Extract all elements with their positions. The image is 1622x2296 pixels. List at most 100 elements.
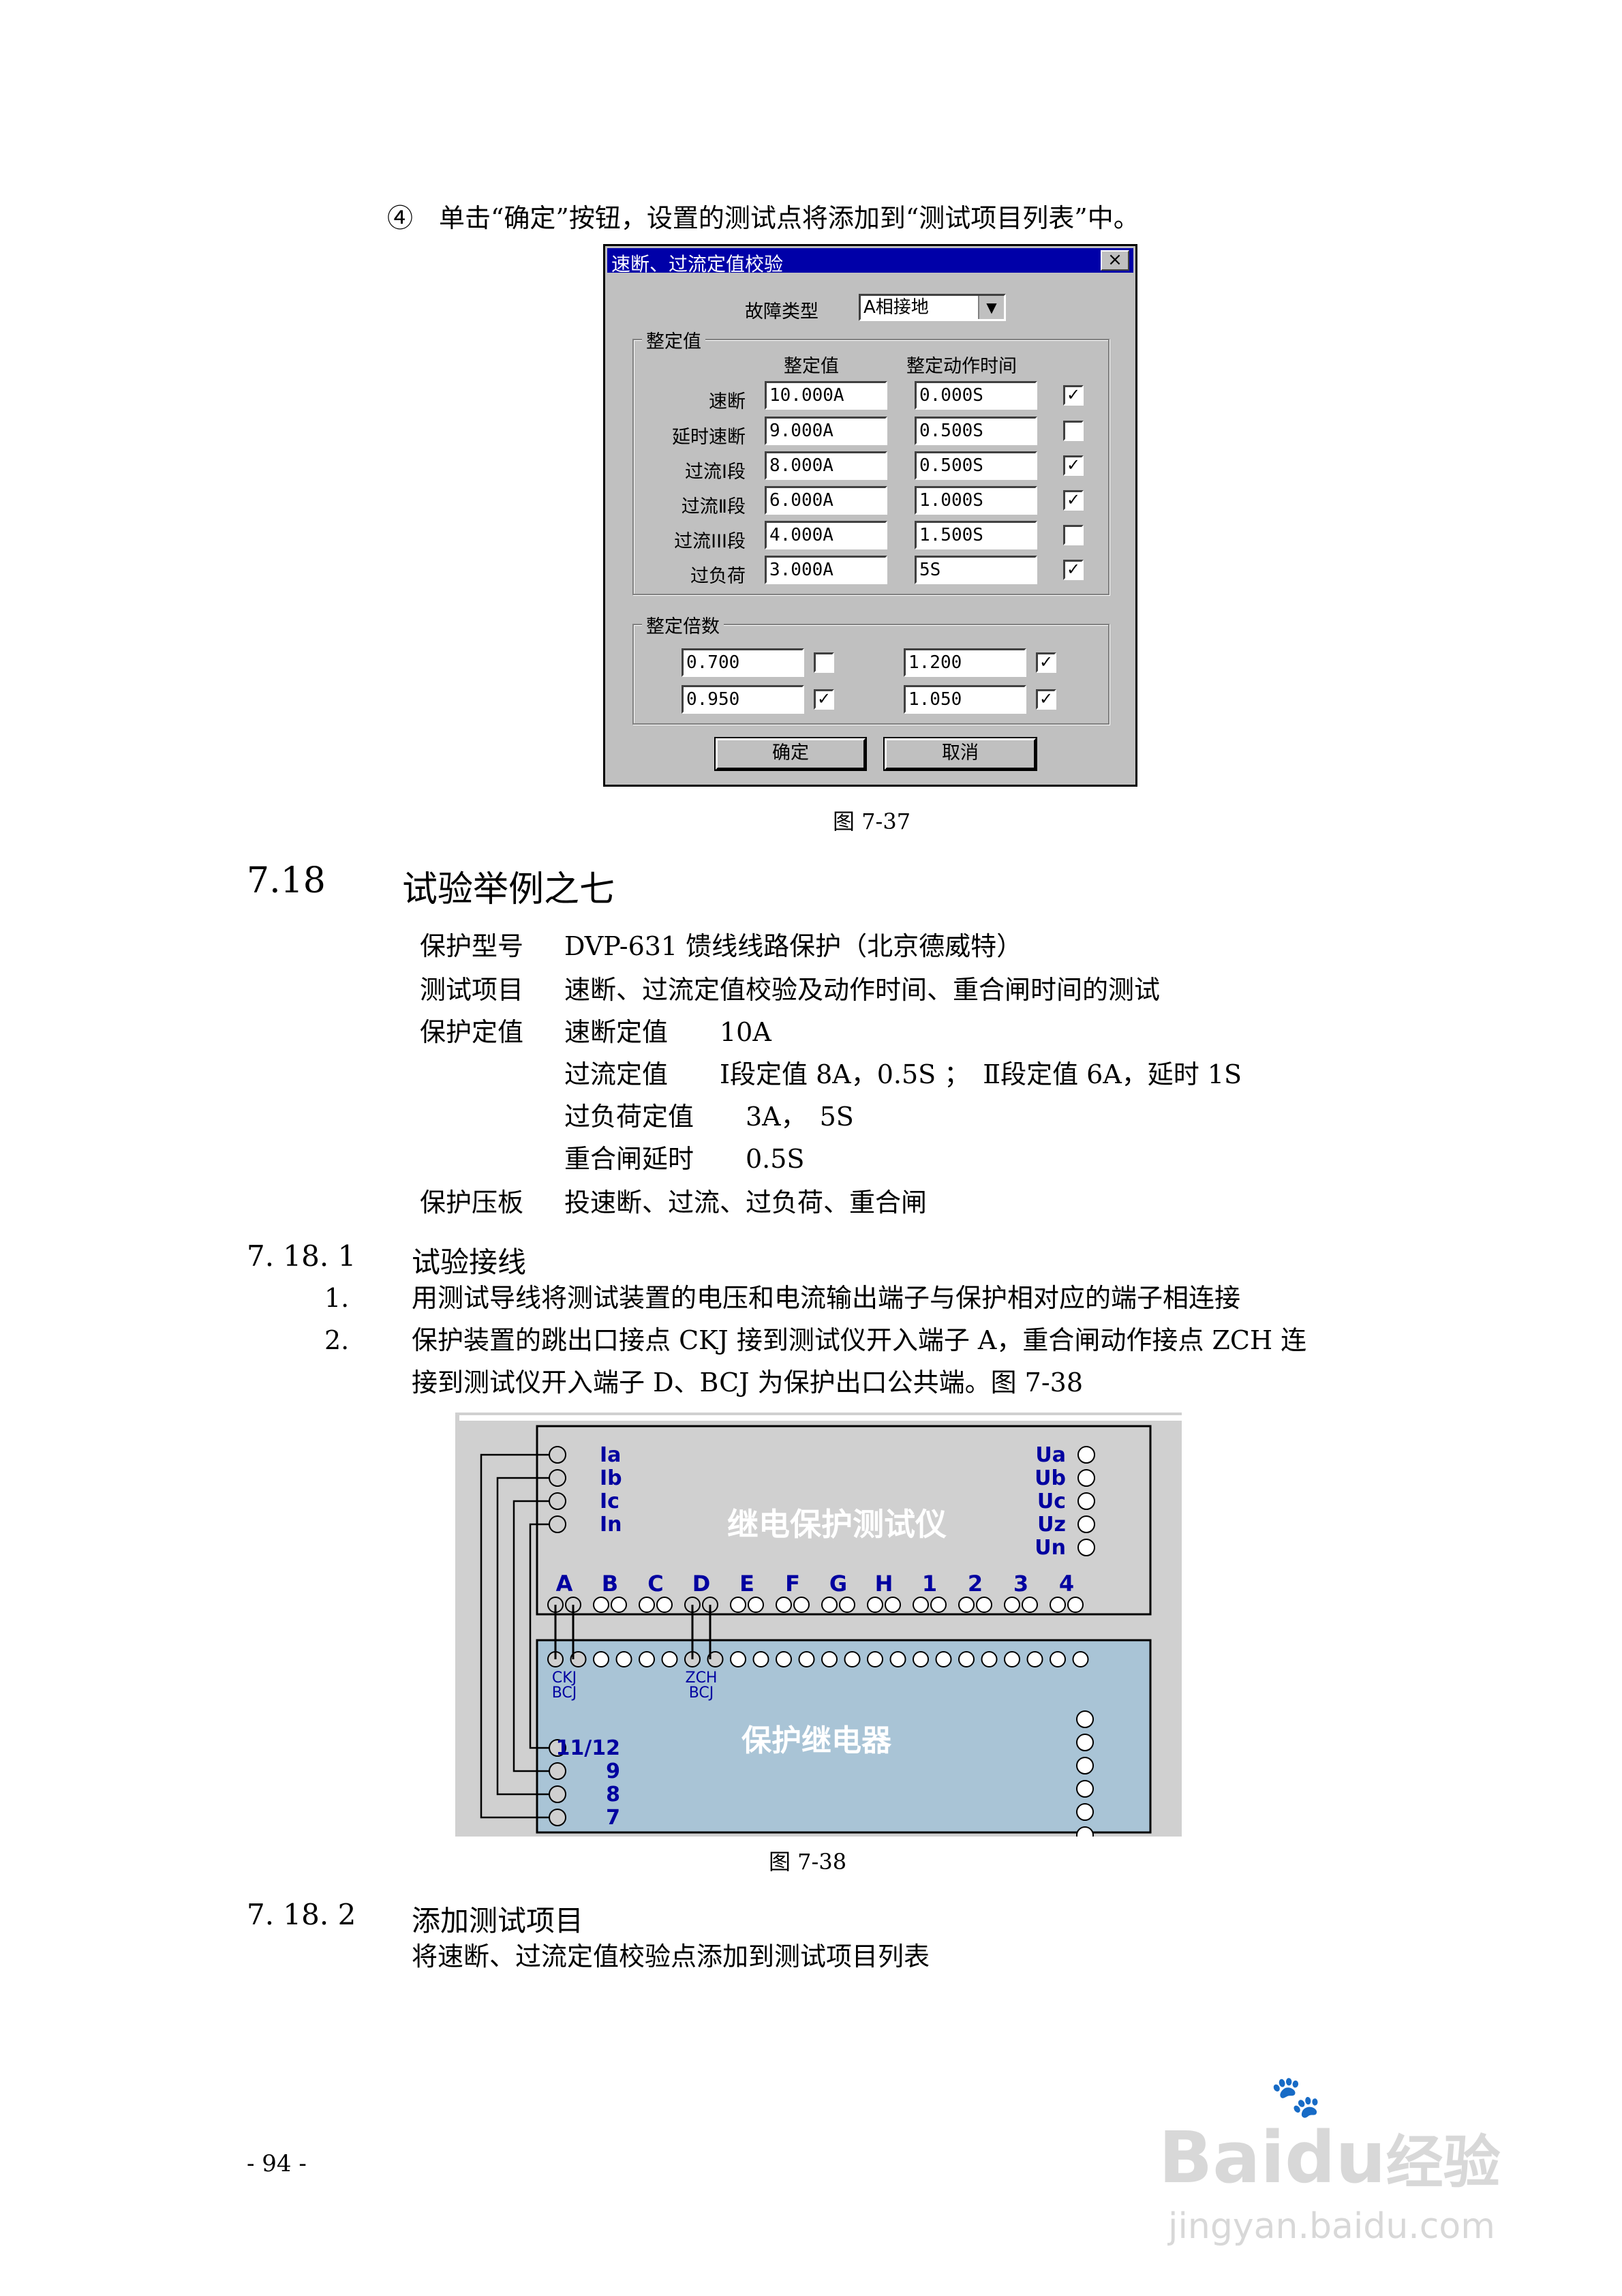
terminal-Ic [549, 1492, 566, 1510]
terminal-Un [1077, 1539, 1095, 1556]
relay-top-terminal [821, 1651, 838, 1667]
subsection-title: 试验接线 [412, 1245, 527, 1279]
multiple-checkbox[interactable]: ✓ [1036, 652, 1056, 673]
enable-checkbox[interactable] [1063, 421, 1084, 441]
chevron-down-icon[interactable]: ▼ [978, 296, 1004, 319]
enable-checkbox[interactable]: ✓ [1063, 385, 1084, 406]
watermark-brand: Bai [1159, 2116, 1285, 2199]
input-terminal-B-1 [593, 1597, 609, 1613]
terminal-In [549, 1515, 566, 1533]
info-value: 过流定值 Ⅰ段定值 8A，0.5S ； Ⅱ段定值 6A，延时 1S [564, 1059, 1242, 1089]
relay-top-terminal [730, 1651, 746, 1667]
multiple-field[interactable]: 1.050 [904, 685, 1026, 714]
multiple-field[interactable]: 1.200 [904, 648, 1026, 677]
col-time-header: 整定动作时间 [906, 356, 1017, 377]
relay-top-terminal [889, 1651, 906, 1667]
enable-checkbox[interactable]: ✓ [1063, 490, 1084, 511]
setting-time-field[interactable]: 5S [915, 556, 1037, 584]
zch-label: ZCH [686, 1670, 718, 1687]
close-button[interactable]: × [1101, 250, 1129, 271]
multiples-group [632, 624, 1110, 725]
watermark-brand2: du [1285, 2116, 1386, 2199]
enable-checkbox[interactable]: ✓ [1063, 560, 1084, 580]
setting-check-dialog: 速断、过流定值校验 × 故障类型 A相接地 ▼ 整定值 整定值 整定动作时间 速… [603, 244, 1137, 787]
setting-value-field[interactable]: 4.000A [765, 521, 887, 549]
input-terminal-E-2 [748, 1597, 764, 1613]
relay-right-terminal [1076, 1734, 1094, 1751]
terminal-label-Ua: Ua [1035, 1443, 1066, 1467]
diagram-top-edge [459, 1415, 1182, 1421]
relay-top-terminal [958, 1651, 975, 1667]
input-terminal-H-2 [885, 1597, 901, 1613]
relay-top-terminal [593, 1651, 609, 1667]
multiple-field[interactable]: 0.950 [682, 685, 804, 714]
input-label-1: 1 [922, 1571, 937, 1597]
relay-top-terminal [867, 1651, 883, 1667]
row-label: 过流III段 [674, 531, 746, 552]
list-number: 1. [324, 1283, 350, 1313]
input-terminal-F-2 [793, 1597, 810, 1613]
input-terminal-3-1 [1004, 1597, 1020, 1613]
input-terminal-E-1 [730, 1597, 746, 1613]
multiple-checkbox[interactable]: ✓ [1036, 689, 1056, 710]
setting-value-field[interactable]: 3.000A [765, 556, 887, 584]
input-terminal-G-1 [821, 1597, 838, 1613]
setting-value-field[interactable]: 10.000A [765, 381, 887, 410]
info-value: DVP-631 馈线线路保护（北京德威特） [564, 931, 1023, 961]
terminal-label-Ia: Ia [600, 1443, 621, 1467]
bcj-label-2: BCJ [689, 1685, 714, 1702]
relay-top-terminal [570, 1651, 587, 1667]
row-label: 延时速断 [672, 427, 746, 448]
setting-value-field[interactable]: 8.000A [765, 451, 887, 480]
multiple-checkbox[interactable]: ✓ [814, 689, 834, 710]
terminal-label-Ib: Ib [600, 1466, 622, 1490]
row-label: 过流Ⅱ段 [681, 496, 746, 517]
setting-time-field[interactable]: 0.000S [915, 381, 1037, 410]
figure-caption-7-37: 图 7-37 [833, 809, 911, 834]
terminal-Uz [1077, 1515, 1095, 1533]
terminal-label-Un: Un [1035, 1536, 1066, 1560]
dialog-titlebar: 速断、过流定值校验 × [607, 248, 1133, 275]
current-wire [512, 1500, 549, 1772]
info-value: 重合闸延时 0.5S [564, 1144, 805, 1174]
bcj-label-1: BCJ [552, 1685, 577, 1702]
relay-top-terminal [844, 1651, 861, 1667]
enable-checkbox[interactable] [1063, 525, 1084, 545]
setting-time-field[interactable]: 1.000S [915, 486, 1037, 515]
section-number: 7.18 [247, 860, 326, 901]
relay-top-terminal [639, 1651, 655, 1667]
input-label-3: 3 [1013, 1571, 1028, 1597]
tester-box [536, 1425, 1152, 1616]
input-label-4: 4 [1059, 1571, 1074, 1597]
setting-time-field[interactable]: 0.500S [915, 417, 1037, 445]
terminal-Ua [1077, 1446, 1095, 1464]
ok-button[interactable]: 确定 [714, 737, 867, 771]
row-label: 过流Ⅰ段 [685, 462, 746, 483]
relay-right-terminal [1076, 1710, 1094, 1728]
watermark-url: jingyan.baidu.com [1168, 2206, 1495, 2247]
setting-time-field[interactable]: 0.500S [915, 451, 1037, 480]
col-setting-header: 整定值 [784, 356, 839, 377]
relay-label-8: 8 [606, 1783, 620, 1807]
step-instruction: ④ 单击“确定”按钮，设置的测试点将添加到“测试项目列表”中。 [387, 203, 1139, 233]
input-terminal-H-1 [867, 1597, 883, 1613]
enable-checkbox[interactable]: ✓ [1063, 455, 1084, 476]
input-label-A: A [556, 1571, 573, 1597]
cancel-button[interactable]: 取消 [883, 737, 1037, 771]
list-item: 保护装置的跳出口接点 CKJ 接到测试仪开入端子 A，重合闸动作接点 ZCH 连 [412, 1325, 1307, 1355]
setting-value-field[interactable]: 9.000A [765, 417, 887, 445]
multiple-checkbox[interactable] [814, 652, 834, 673]
terminal-Uc [1077, 1492, 1095, 1510]
fault-type-select[interactable]: A相接地 ▼ [859, 294, 1006, 321]
setting-value-field[interactable]: 6.000A [765, 486, 887, 515]
relay-terminal-7 [549, 1809, 566, 1826]
relay-right-terminal [1076, 1780, 1094, 1798]
info-value: 过负荷定值 3A， 5S [564, 1102, 854, 1132]
multiple-field[interactable]: 0.700 [682, 648, 804, 677]
setting-time-field[interactable]: 1.500S [915, 521, 1037, 549]
relay-box [536, 1639, 1152, 1834]
terminal-label-Ic: Ic [600, 1490, 619, 1513]
relay-top-terminal [1004, 1651, 1020, 1667]
